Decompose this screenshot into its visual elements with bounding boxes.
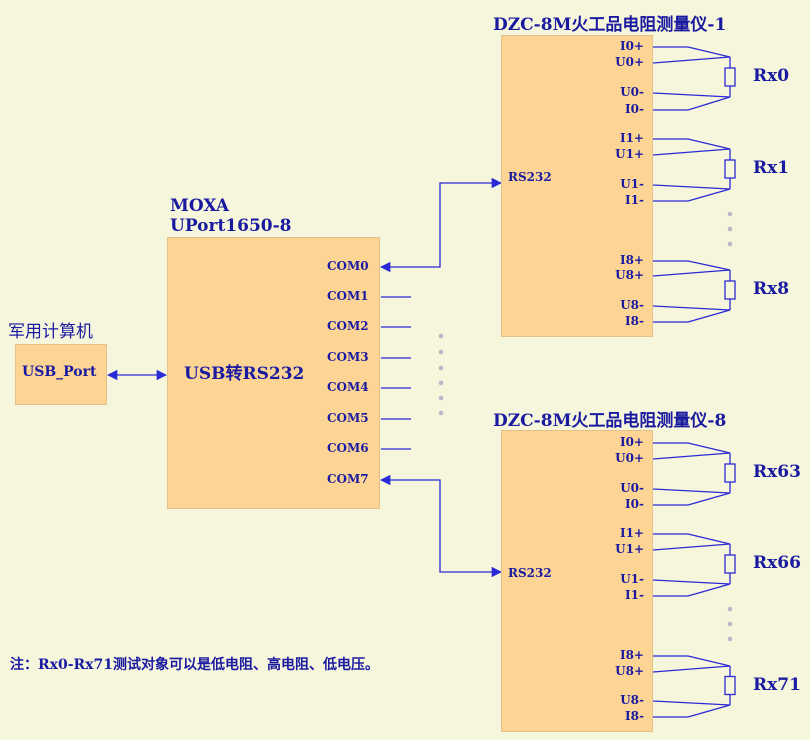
resistor-symbol xyxy=(724,463,736,483)
pin-label: I8- xyxy=(625,314,644,328)
pin-wire xyxy=(652,269,731,277)
meter8-rs232-label: RS232 xyxy=(508,566,552,580)
com-port-label: COM1 xyxy=(327,289,369,303)
resistor-symbol xyxy=(724,554,736,574)
pin-wire xyxy=(652,92,731,98)
pin-label: U1+ xyxy=(615,147,644,161)
pin-wire xyxy=(687,188,731,202)
resistor-label: Rx0 xyxy=(753,66,790,86)
pin-wire xyxy=(687,260,731,271)
resistor-symbol xyxy=(724,67,736,87)
resistor-label: Rx66 xyxy=(753,553,801,573)
ellipsis-dot xyxy=(438,395,444,401)
com-port-label: COM2 xyxy=(327,319,369,333)
pin-label: U1- xyxy=(620,572,644,586)
pin-label: U0+ xyxy=(615,55,644,69)
ellipsis-dot xyxy=(727,211,733,217)
footnote: 注：Rx0-Rx71测试对象可以是低电阻、高电阻、低电压。 xyxy=(10,657,379,673)
pin-label: I0+ xyxy=(619,435,644,449)
pin-wire xyxy=(687,46,731,58)
pin-label: I1+ xyxy=(619,131,644,145)
pin-label: I0+ xyxy=(619,39,644,53)
ellipsis-dot xyxy=(438,380,444,386)
resistor-label: Rx71 xyxy=(753,674,801,695)
computer-title: 军用计算机 xyxy=(8,322,93,342)
moxa-center-label: USB转RS232 xyxy=(184,364,305,384)
pin-wire xyxy=(687,704,731,718)
pin-label: I1- xyxy=(625,588,644,602)
pin-label: U1- xyxy=(620,177,644,191)
pin-label: U8- xyxy=(620,298,644,312)
com-port-label: COM0 xyxy=(327,259,369,273)
usb-port-label: USB_Port xyxy=(22,364,97,380)
resistor-symbol xyxy=(724,675,736,696)
pin-label: U8- xyxy=(620,693,644,707)
pin-label: I0- xyxy=(625,102,644,116)
moxa-title-line1: MOXA xyxy=(170,196,230,216)
pin-wire xyxy=(652,184,731,190)
meter8-title: DZC-8M火工品电阻测量仪-8 xyxy=(493,411,727,431)
pin-wire xyxy=(687,96,731,111)
pin-label: U8+ xyxy=(615,664,644,678)
pin-wire xyxy=(687,138,731,150)
pin-label: I1+ xyxy=(619,526,644,540)
com-port-label: COM4 xyxy=(327,380,369,394)
com7-to-meter8-link xyxy=(379,474,503,578)
pin-wire xyxy=(687,442,731,454)
ellipsis-dot xyxy=(727,241,733,247)
resistor-label: Rx63 xyxy=(753,462,801,482)
pin-wire xyxy=(652,579,731,585)
ellipsis-dot xyxy=(438,365,444,371)
moxa-box xyxy=(167,237,380,509)
pin-wire xyxy=(687,583,731,597)
meter1-rs232-label: RS232 xyxy=(508,170,552,184)
pin-label: U0- xyxy=(620,85,644,99)
ellipsis-dot xyxy=(727,621,733,627)
com0-to-meter1-link xyxy=(379,177,503,273)
resistor-label: Rx1 xyxy=(753,158,790,178)
pin-label: U0+ xyxy=(615,451,644,465)
pin-label: U1+ xyxy=(615,542,644,556)
pin-wire xyxy=(652,56,731,64)
pin-wire xyxy=(652,700,731,706)
ellipsis-dot xyxy=(727,226,733,232)
ellipsis-dot xyxy=(727,606,733,612)
pin-label: I1- xyxy=(625,193,644,207)
pin-wire xyxy=(687,533,731,545)
pin-label: I8+ xyxy=(619,253,644,267)
pin-wire xyxy=(687,309,731,323)
com-port-label: COM6 xyxy=(327,441,369,455)
pin-wire xyxy=(652,148,731,156)
pin-wire xyxy=(652,665,731,673)
resistor-symbol xyxy=(724,280,736,300)
pin-wire xyxy=(687,492,731,506)
pin-label: U0- xyxy=(620,481,644,495)
ellipsis-dot xyxy=(727,636,733,642)
com-port-label: COM7 xyxy=(327,472,369,486)
resistor-symbol xyxy=(724,159,736,179)
resistor-label: Rx8 xyxy=(753,279,790,299)
meter8-box xyxy=(501,430,653,732)
meter1-box xyxy=(501,35,653,337)
ellipsis-dot xyxy=(438,349,444,355)
pin-wire xyxy=(652,305,731,311)
pin-label: I0- xyxy=(625,497,644,511)
ellipsis-dot xyxy=(438,410,444,416)
pin-wire xyxy=(652,543,731,551)
ellipsis-dot xyxy=(438,333,444,339)
moxa-title-line2: UPort1650-8 xyxy=(170,216,292,236)
computer-box xyxy=(15,344,107,405)
com-port-label: COM3 xyxy=(327,350,369,364)
pin-label: I8+ xyxy=(619,648,644,662)
meter1-title: DZC-8M火工品电阻测量仪-1 xyxy=(493,15,727,35)
pin-wire xyxy=(687,655,731,667)
pin-wire xyxy=(652,488,731,494)
com-port-label: COM5 xyxy=(327,411,369,425)
pin-label: I8- xyxy=(625,709,644,723)
pin-label: U8+ xyxy=(615,268,644,282)
pin-wire xyxy=(652,452,731,460)
